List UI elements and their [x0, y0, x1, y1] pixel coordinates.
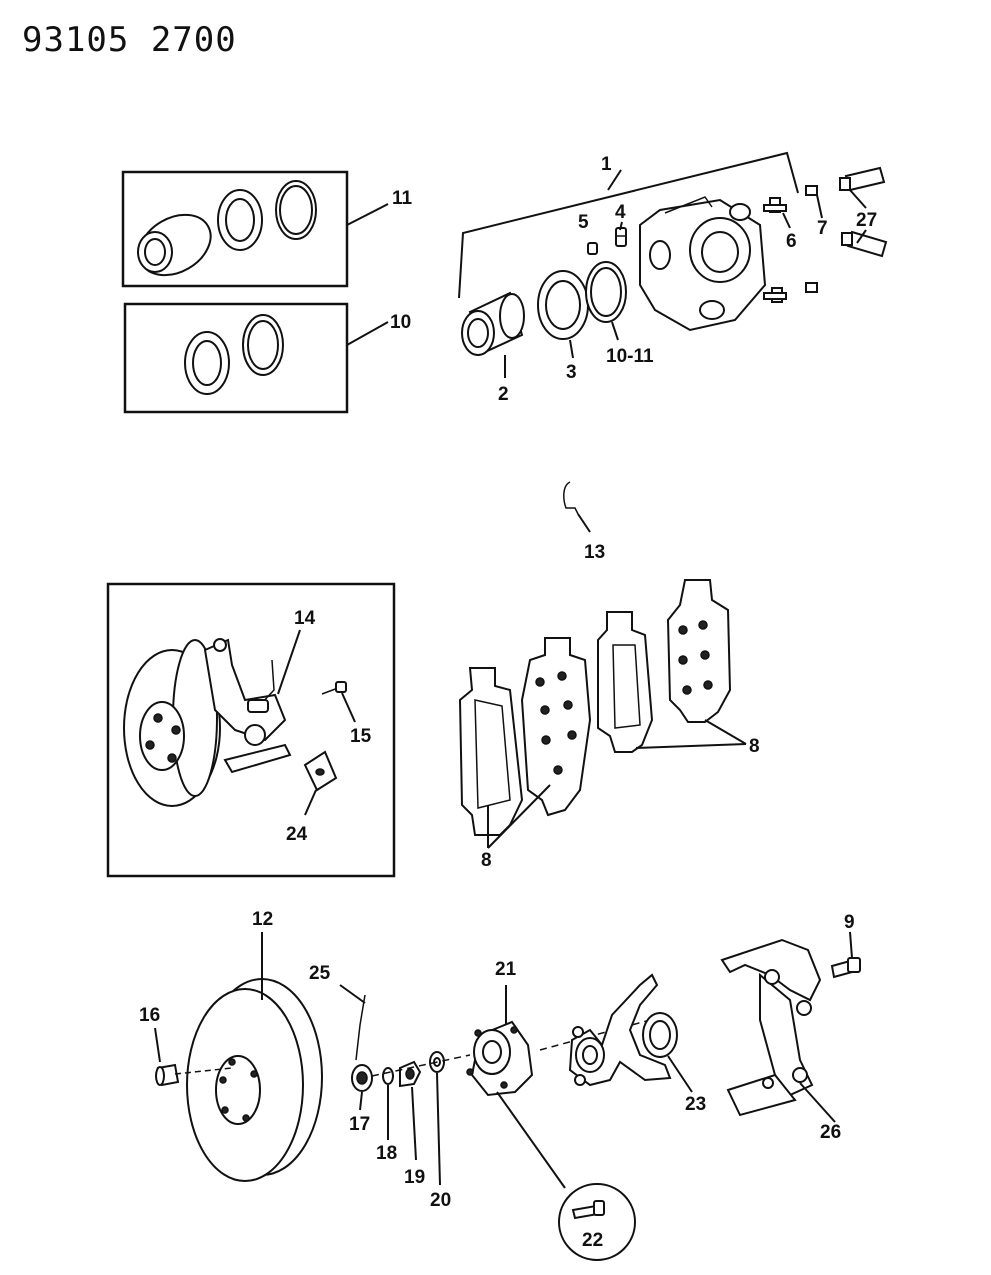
brake-rotor-12	[186, 978, 323, 1182]
callout-7: 7	[817, 218, 828, 239]
callout-14: 14	[294, 608, 316, 629]
callout-26: 26	[820, 1122, 841, 1143]
hub-nut-19	[399, 1060, 422, 1088]
callout-10: 10	[390, 312, 411, 333]
callout-23: 23	[685, 1094, 706, 1115]
callout-17: 17	[349, 1114, 370, 1135]
guide-pin-27	[839, 166, 888, 258]
callout-24: 24	[286, 824, 308, 845]
callout-19: 19	[404, 1167, 425, 1188]
callout-10-11: 10-11	[606, 346, 654, 367]
steering-knuckle	[568, 973, 672, 1087]
callout-18: 18	[376, 1143, 397, 1164]
spring-washer-18	[382, 1067, 394, 1085]
callout-6: 6	[786, 231, 797, 252]
callout-2: 2	[498, 384, 509, 405]
inset-sensor-view	[106, 582, 396, 878]
lug-nut-16	[155, 1063, 180, 1087]
callout-25: 25	[309, 963, 331, 984]
callout-9: 9	[844, 912, 855, 933]
guide-bolt-6	[763, 197, 787, 303]
wheel-bearing-23	[642, 1012, 678, 1058]
hub-bearing-21	[466, 1020, 534, 1097]
piston-boot	[537, 270, 589, 340]
seal-kit-box-10	[123, 302, 349, 414]
callout-13: 13	[584, 542, 605, 563]
caliper-housing	[639, 196, 767, 332]
nut-lock-17	[351, 1064, 373, 1092]
clip-24	[303, 750, 338, 792]
callout-4: 4	[615, 202, 626, 223]
callout-5: 5	[578, 212, 589, 233]
bushing-7	[805, 185, 818, 293]
bleeder-cap-5	[587, 242, 598, 255]
callout-12: 12	[252, 909, 273, 930]
callout-16: 16	[139, 1005, 160, 1026]
wear-sensor-14	[247, 659, 275, 713]
callout-21: 21	[495, 959, 517, 980]
adapter-bolt-9	[830, 957, 861, 979]
cotter-pin-25	[355, 994, 366, 1061]
sensor-screw-15	[321, 681, 347, 695]
callout-22: 22	[582, 1230, 603, 1251]
caliper-piston	[461, 291, 525, 356]
callout-20: 20	[430, 1190, 451, 1211]
pad-clip-13	[563, 481, 579, 515]
hub-bolt-22-circle	[558, 1183, 636, 1261]
brake-pads-8	[458, 579, 732, 836]
document-number: 93105 2700	[22, 20, 237, 60]
callout-15: 15	[350, 726, 372, 747]
callout-1: 1	[601, 154, 612, 175]
callout-8-upper: 8	[749, 736, 760, 757]
callout-3: 3	[566, 362, 577, 383]
callout-8-lower: 8	[481, 850, 492, 871]
piston-seal	[585, 261, 627, 323]
bleeder-screw-4	[615, 227, 627, 247]
caliper-adapter-26	[720, 938, 822, 1117]
callout-11: 11	[392, 188, 413, 209]
callout-27: 27	[856, 210, 877, 231]
seal-kit-box-11	[121, 170, 349, 288]
